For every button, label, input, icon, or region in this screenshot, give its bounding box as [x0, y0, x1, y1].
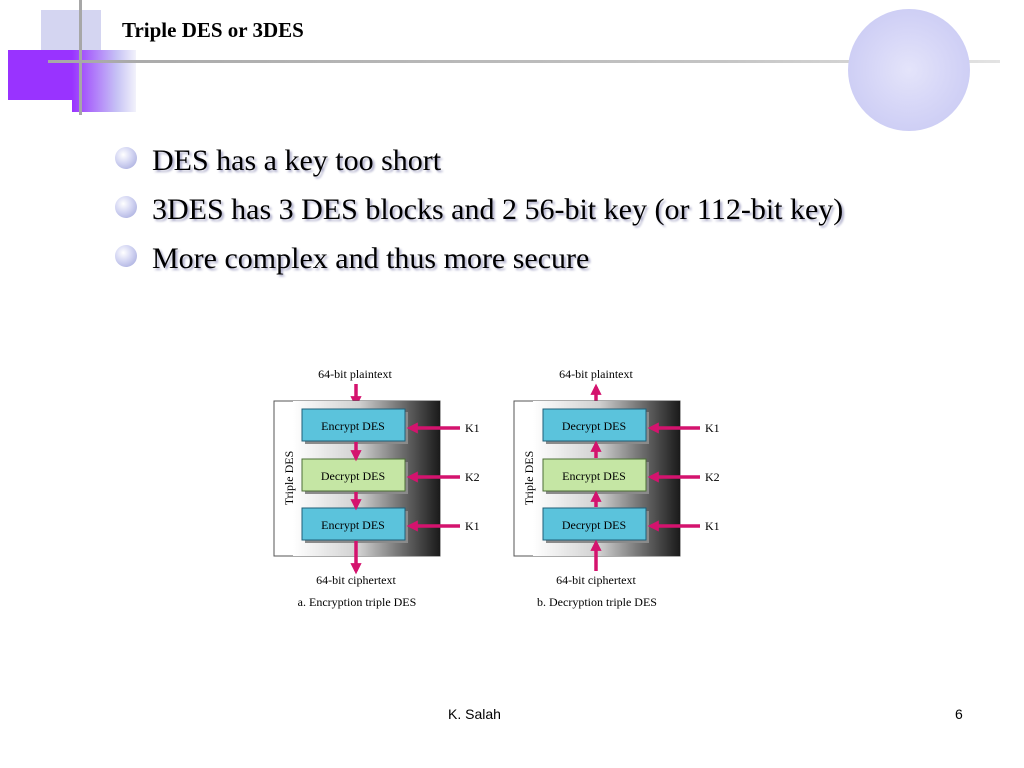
- left-block-2-label: Decrypt DES: [321, 469, 385, 483]
- right-key-label-3: K1: [705, 519, 720, 533]
- right-side-label: Triple DES: [522, 451, 536, 506]
- right-ciphertext-label: 64-bit ciphertext: [556, 573, 636, 587]
- left-block-3-label: Encrypt DES: [321, 518, 385, 532]
- bullet-item: DES has a key too short: [112, 136, 843, 185]
- deco-square-purple: [8, 50, 72, 100]
- decryption-panel: 64-bit plaintext Triple DES Decrypt DES …: [513, 367, 720, 609]
- right-block-3-label: Decrypt DES: [562, 518, 626, 532]
- right-block-2-label: Encrypt DES: [562, 469, 626, 483]
- deco-horizontal-line: [48, 60, 1000, 63]
- footer-author: K. Salah: [448, 706, 501, 722]
- left-key-label-1: K1: [465, 421, 480, 435]
- right-key-label-1: K1: [705, 421, 720, 435]
- left-side-label: Triple DES: [282, 451, 296, 506]
- bullet-item: 3DES has 3 DES blocks and 2 56-bit key (…: [112, 185, 843, 234]
- bullet-icon: [115, 196, 137, 218]
- right-block-2: [542, 458, 647, 492]
- encryption-panel: 64-bit plaintext Triple DES Encrypt DES …: [273, 367, 480, 609]
- right-block-1-label: Decrypt DES: [562, 419, 626, 433]
- bullet-list: DES has a key too short 3DES has 3 DES b…: [112, 136, 843, 283]
- slide-title: Triple DES or 3DES: [122, 18, 304, 42]
- deco-circle: [848, 9, 970, 131]
- bullet-text: 3DES has 3 DES blocks and 2 56-bit key (…: [152, 193, 844, 226]
- left-caption: a. Encryption triple DES: [298, 595, 417, 609]
- right-plaintext-label: 64-bit plaintext: [559, 367, 633, 381]
- deco-vertical-line: [79, 0, 82, 115]
- right-caption: b. Decryption triple DES: [537, 595, 657, 609]
- right-key-label-2: K2: [705, 470, 720, 484]
- page-number: 6: [955, 706, 963, 722]
- bullet-icon: [115, 245, 137, 267]
- right-block-3: [542, 507, 647, 541]
- left-key-label-3: K1: [465, 519, 480, 533]
- bullet-item: More complex and thus more secure: [112, 234, 843, 283]
- left-block-1: [301, 408, 406, 442]
- right-block-1: [542, 408, 647, 442]
- left-key-label-2: K2: [465, 470, 480, 484]
- left-plaintext-label: 64-bit plaintext: [318, 367, 392, 381]
- left-block-1-label: Encrypt DES: [321, 419, 385, 433]
- bullet-icon: [115, 147, 137, 169]
- left-block-3: [301, 507, 406, 541]
- bullet-text: More complex and thus more secure: [152, 242, 590, 275]
- bullet-text: DES has a key too short: [152, 144, 442, 177]
- left-ciphertext-label: 64-bit ciphertext: [316, 573, 396, 587]
